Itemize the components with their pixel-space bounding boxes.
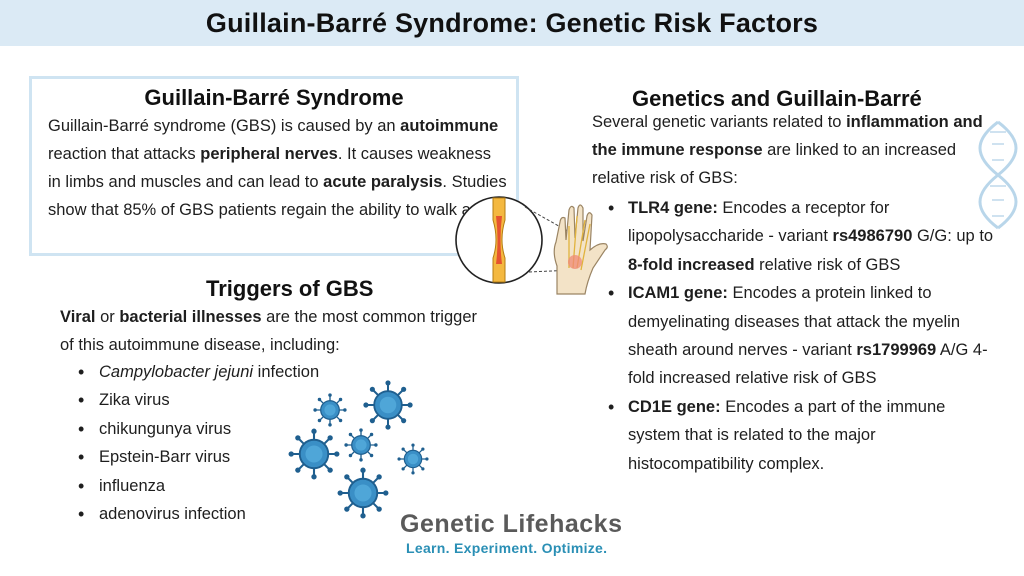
virus-cluster — [287, 379, 430, 520]
gbs-bold-autoimmune: autoimmune — [400, 117, 499, 135]
gene-item-tlr4: TLR4 gene: Encodes a receptor for lipopo… — [592, 194, 997, 279]
tlr4-risk: 8-fold increased — [628, 255, 755, 274]
triggers-bold-viral: Viral — [60, 308, 96, 326]
title-banner: Guillain-Barré Syndrome: Genetic Risk Fa… — [0, 0, 1024, 46]
gene-item-icam1: ICAM1 gene: Encodes a protein linked to … — [592, 279, 997, 393]
virus-icon — [312, 392, 348, 428]
gbs-box-text: Guillain-Barré syndrome (GBS) is caused … — [48, 112, 508, 224]
triggers-bold-bacterial: bacterial illnesses — [119, 308, 262, 326]
virus-icon — [343, 427, 379, 463]
genes-list: TLR4 gene: Encodes a receptor for lipopo… — [592, 194, 997, 478]
gbs-box-heading: Guillain-Barré Syndrome — [144, 85, 404, 110]
tlr4-text-2: G/G: up to — [912, 227, 994, 246]
cd1e-label: CD1E gene: — [628, 397, 721, 416]
trigger-item-chikungunya: chikungunya virus — [62, 415, 362, 444]
icam1-text-1: Encodes a protein linked to demyelinatin… — [628, 284, 961, 360]
virus-icon — [362, 379, 414, 431]
genetics-bold-inflammation: inflammation and the immune response — [592, 113, 983, 159]
gene-item-cd1e: CD1E gene: Encodes a part of the immune … — [592, 393, 997, 478]
page-title: Guillain-Barré Syndrome: Genetic Risk Fa… — [205, 7, 819, 38]
logo-tagline: Learn. Experiment. Optimize. — [406, 540, 608, 556]
tlr4-text-1: Encodes a receptor for lipopolysaccharid… — [628, 199, 890, 246]
gbs-text-1: Guillain-Barré syndrome (GBS) is caused … — [48, 117, 401, 135]
virus-icon — [287, 427, 341, 481]
gbs-text-4: . Studies show that 85% of GBS patients … — [48, 173, 507, 219]
trigger-item-rest: infection — [253, 363, 320, 381]
cd1e-text-1: Encodes a part of the immune system that… — [628, 397, 946, 473]
gbs-info-box: Guillain-Barré Syndrome Guillain-Barré s… — [29, 76, 519, 256]
trigger-item-epstein-barr: Epstein-Barr virus — [62, 443, 362, 472]
triggers-text-2: are the most common trigger of this auto… — [60, 308, 477, 354]
genetics-intro: Several genetic variants related to infl… — [592, 108, 992, 192]
triggers-heading: Triggers of GBS — [206, 276, 374, 301]
gbs-text-2: reaction that attacks — [48, 145, 201, 163]
trigger-item-adenovirus: adenovirus infection — [62, 500, 362, 529]
gbs-bold-acute-paralysis: acute paralysis — [323, 173, 443, 191]
genetic-lifehacks-logo: Genetic Lifehacks Learn. Experiment. Opt… — [400, 510, 630, 556]
triggers-text-1: or — [95, 308, 120, 326]
trigger-item-campylobacter: Campylobacter jejuni infection — [62, 358, 362, 387]
trigger-item-italic: Campylobacter jejuni — [99, 363, 254, 381]
trigger-item-influenza: influenza — [62, 472, 362, 501]
icam1-label: ICAM1 gene: — [628, 284, 728, 303]
gbs-bold-peripheral-nerves: peripheral nerves — [200, 145, 338, 163]
genetics-text-1: Several genetic variants related to — [592, 113, 847, 131]
nerve-illustration — [455, 196, 608, 295]
virus-icon — [336, 466, 390, 520]
genetics-heading: Genetics and Guillain-Barré — [632, 86, 922, 111]
triggers-list: Campylobacter jejuni infection Zika viru… — [62, 358, 362, 529]
icam1-variant: rs1799969 — [856, 341, 937, 360]
virus-icon — [396, 442, 430, 476]
tlr4-variant: rs4986790 — [832, 227, 913, 246]
dna-helix-icon — [978, 120, 1018, 230]
logo-name: Genetic Lifehacks — [400, 510, 623, 538]
icam1-text-2: A/G 4-fold increased relative risk of GB… — [628, 341, 988, 388]
trigger-item-zika: Zika virus — [62, 386, 362, 415]
gbs-text-3: . It causes weakness in limbs and muscle… — [48, 145, 491, 191]
genetics-text-2: are linked to an increased relative risk… — [592, 141, 957, 187]
triggers-intro: Viral or bacterial illnesses are the mos… — [60, 303, 480, 359]
tlr4-label: TLR4 gene: — [628, 199, 718, 217]
tlr4-text-3: relative risk of GBS — [754, 255, 901, 274]
